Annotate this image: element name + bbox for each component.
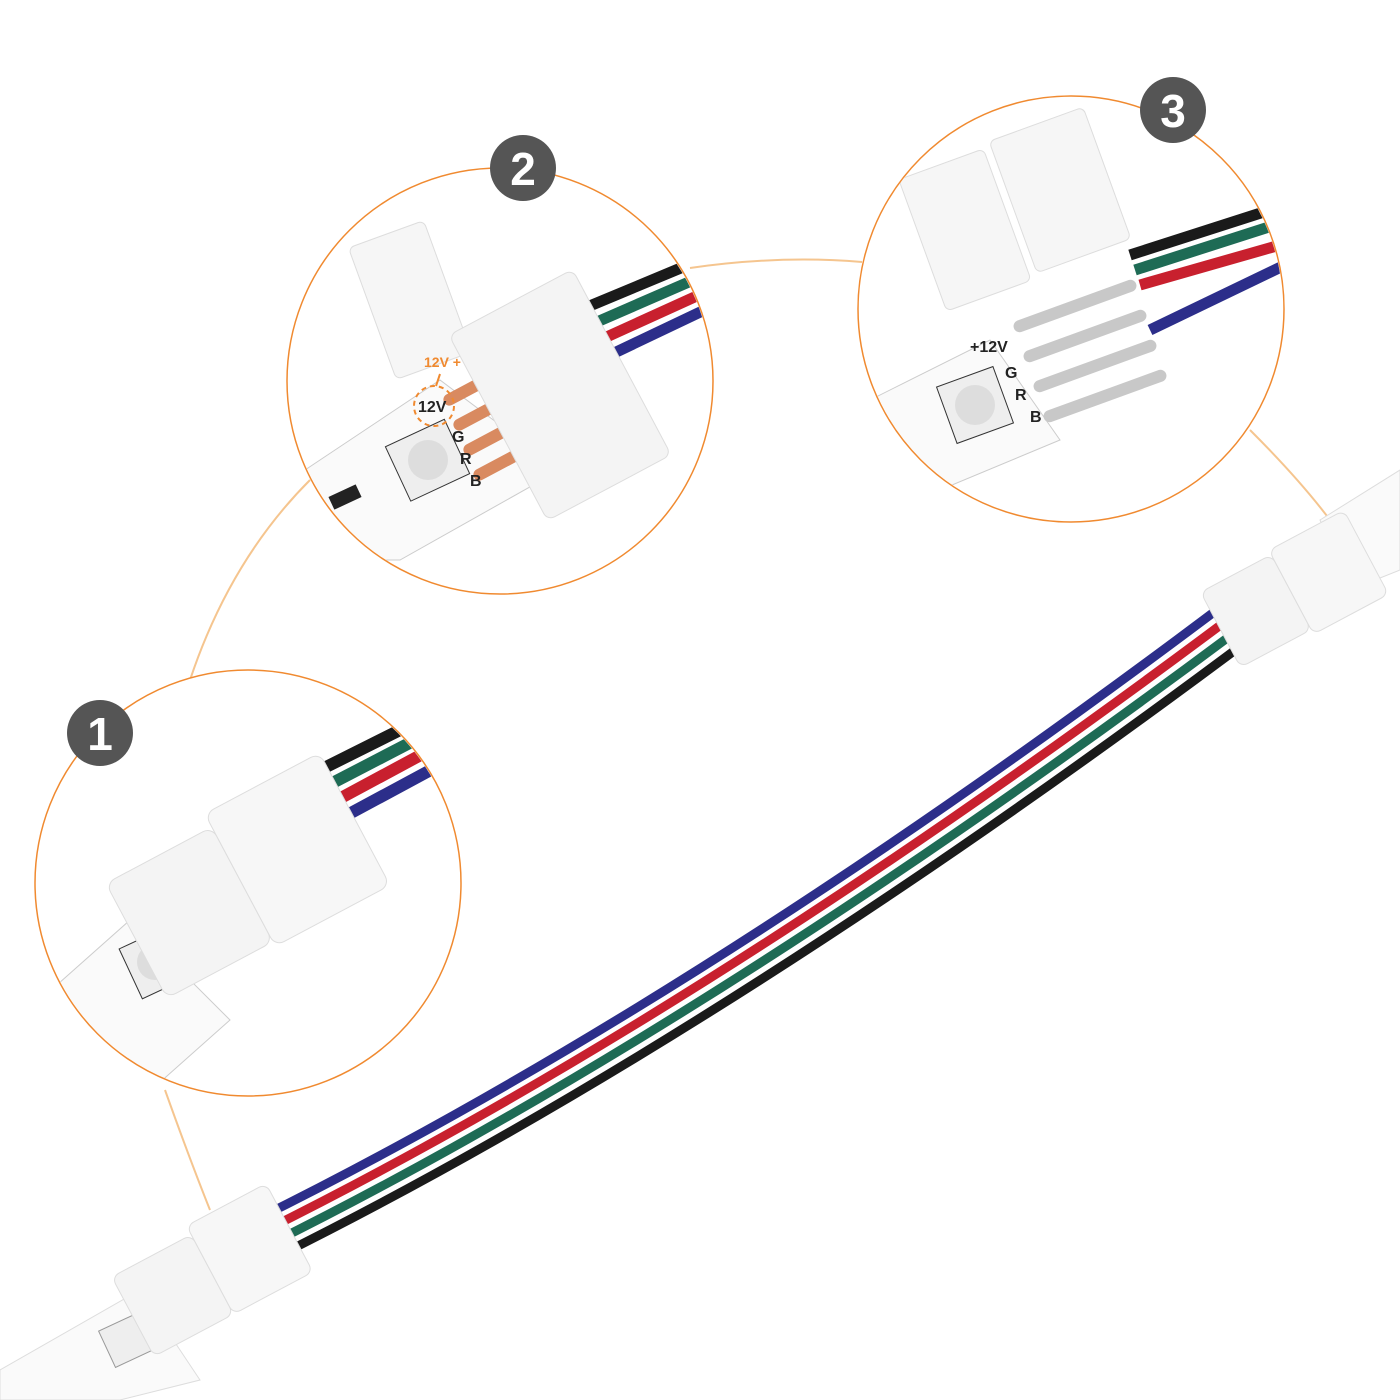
pin-label-b: B — [1030, 409, 1042, 426]
connector-line — [164, 1089, 211, 1211]
main-cable — [253, 596, 1257, 1261]
connector-bottom — [114, 1185, 311, 1355]
badge-2 — [490, 135, 556, 201]
voltage-annotation: 12V + — [424, 354, 461, 370]
badge-3-number: 3 — [1160, 85, 1186, 137]
callout-1: 1 — [34, 669, 462, 1097]
pin-label-g: G — [452, 429, 464, 446]
pin-label-12v: +12V — [970, 339, 1008, 356]
connector-line — [189, 479, 311, 681]
pin-label-g: G — [1005, 365, 1017, 382]
callout-2: 12V + 12V G R B 2 — [286, 135, 714, 595]
arrow-icon — [435, 373, 441, 387]
connector-line — [1249, 429, 1331, 521]
callout-3: +12V G R B 3 — [857, 77, 1285, 523]
highlight-circle — [413, 385, 455, 427]
badge-1-number: 1 — [87, 708, 113, 760]
connector-right — [1202, 512, 1387, 665]
pin-label-b: B — [470, 473, 482, 490]
badge-2-number: 2 — [510, 143, 536, 195]
badge-1 — [67, 700, 133, 766]
pin-label-r: R — [460, 451, 472, 468]
pin-label-12v: 12V — [418, 399, 447, 416]
pin-label-r: R — [1015, 387, 1027, 404]
badge-3 — [1140, 77, 1206, 143]
connector-line — [689, 258, 863, 269]
